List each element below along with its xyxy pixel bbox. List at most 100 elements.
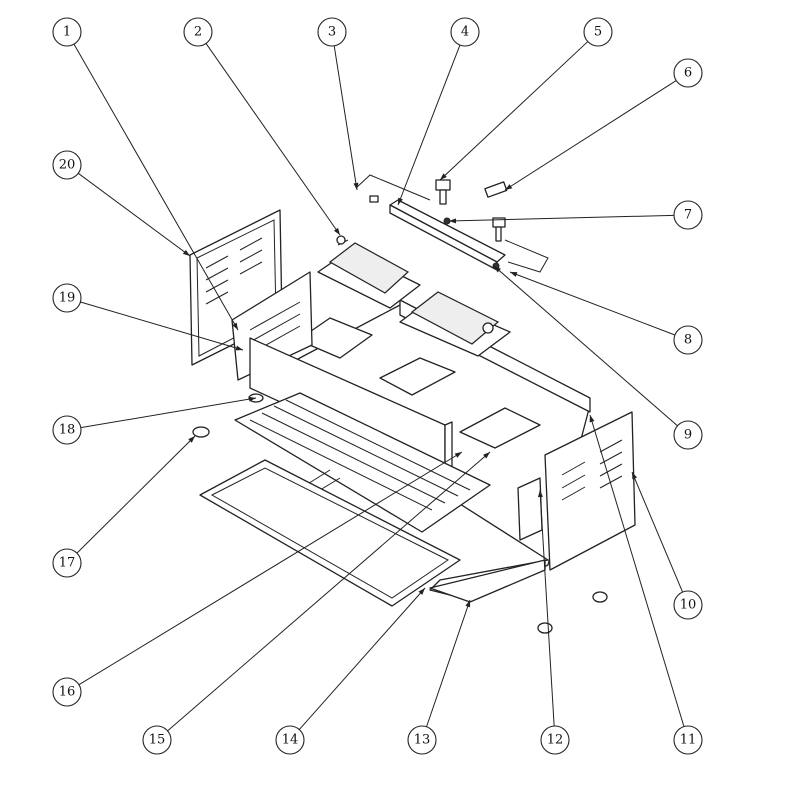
leader-line-2 [205, 43, 341, 236]
arrowhead-16 [454, 452, 462, 458]
callout-circle [450, 17, 480, 47]
callout-9: 9 [673, 420, 703, 450]
callout-number: 15 [149, 733, 166, 748]
leader-line-3 [333, 45, 358, 191]
callout-number: 8 [684, 333, 692, 348]
part-plate-left [297, 317, 373, 359]
callout-number: 14 [282, 733, 299, 748]
callout-circle [583, 17, 613, 47]
callout-number: 11 [680, 733, 697, 748]
arrowhead-1 [232, 322, 238, 330]
leader-line-6 [504, 80, 677, 191]
part-manifold [389, 199, 506, 271]
callout-number: 17 [59, 556, 76, 571]
part-plate-right [459, 407, 541, 449]
part-fitting [484, 181, 508, 198]
part-gas-tube-right [504, 239, 549, 273]
arrowhead-20 [182, 249, 190, 256]
arrowhead-17 [188, 436, 195, 443]
arrowhead-6 [505, 184, 513, 190]
callout-3: 3 [317, 17, 347, 47]
callout-15: 15 [142, 725, 172, 755]
callout-number: 2 [194, 25, 202, 40]
arrowhead-8 [510, 272, 518, 277]
leader-line-19 [80, 301, 244, 351]
part-burner-right [399, 291, 511, 357]
leader-line-15 [167, 451, 491, 732]
arrowhead-5 [440, 173, 447, 180]
callout-2: 2 [183, 17, 213, 47]
arrowhead-12 [537, 490, 543, 498]
callout-circle [673, 420, 703, 450]
callout-number: 19 [59, 291, 76, 306]
part-inner-right-wall [517, 477, 543, 541]
callout-16: 16 [52, 677, 82, 707]
callout-number: 3 [328, 25, 336, 40]
leader-line-20 [77, 172, 191, 257]
part-feet [192, 393, 608, 634]
callout-circle [52, 283, 82, 313]
arrowhead-15 [483, 452, 490, 459]
leader-line-9 [493, 265, 678, 427]
callout-number: 18 [59, 423, 76, 438]
callout-number: 7 [684, 208, 692, 223]
leader-line-10 [631, 471, 684, 593]
part-burner-left [317, 235, 421, 309]
callout-circle [52, 415, 82, 445]
arrowhead-9 [494, 266, 501, 273]
callout-number: 5 [594, 25, 602, 40]
callout-number: 16 [59, 685, 76, 700]
callout-number: 4 [461, 25, 469, 40]
callout-14: 14 [275, 725, 305, 755]
leader-line-14 [298, 587, 426, 730]
callout-10: 10 [673, 590, 703, 620]
leader-line-16 [78, 451, 463, 686]
callout-12: 12 [540, 725, 570, 755]
callout-circle [52, 548, 82, 578]
leader-line-4 [397, 44, 461, 206]
arrowhead-10 [632, 472, 638, 480]
callout-circle [407, 725, 437, 755]
callout-circle [52, 17, 82, 47]
callout-circle [673, 725, 703, 755]
callout-number: 10 [680, 598, 697, 613]
part-tube-clip [369, 195, 379, 203]
callout-circle [142, 725, 172, 755]
callout-11: 11 [673, 725, 703, 755]
part-drip-tray [199, 459, 461, 607]
leader-lines [73, 41, 685, 732]
arrowhead-11 [589, 415, 595, 423]
callout-circle [673, 200, 703, 230]
leader-line-1 [73, 43, 239, 331]
leader-line-12 [539, 489, 555, 727]
callout-6: 6 [673, 58, 703, 88]
callout-number: 12 [547, 733, 564, 748]
callout-1: 1 [52, 17, 82, 47]
part-right-side-panel [544, 411, 636, 571]
callout-circle [673, 325, 703, 355]
callout-circle [540, 725, 570, 755]
leader-line-18 [80, 397, 257, 429]
callout-17: 17 [52, 548, 82, 578]
callout-number: 6 [684, 66, 692, 81]
arrowhead-14 [418, 588, 425, 595]
part-plate-center [379, 357, 456, 396]
arrowhead-7 [449, 218, 457, 224]
arrowhead-18 [248, 396, 256, 402]
callout-number: 1 [63, 25, 71, 40]
part-gas-tube-left [355, 174, 431, 201]
callout-8: 8 [673, 325, 703, 355]
callout-circle [52, 150, 82, 180]
callout-19: 19 [52, 283, 82, 313]
arrowhead-4 [398, 197, 403, 205]
leader-line-13 [426, 599, 471, 727]
callout-7: 7 [673, 200, 703, 230]
callout-4: 4 [450, 17, 480, 47]
callout-18: 18 [52, 415, 82, 445]
leader-line-7 [448, 214, 675, 222]
callout-number: 13 [414, 733, 431, 748]
callout-circle [673, 58, 703, 88]
callout-circle [317, 17, 347, 47]
